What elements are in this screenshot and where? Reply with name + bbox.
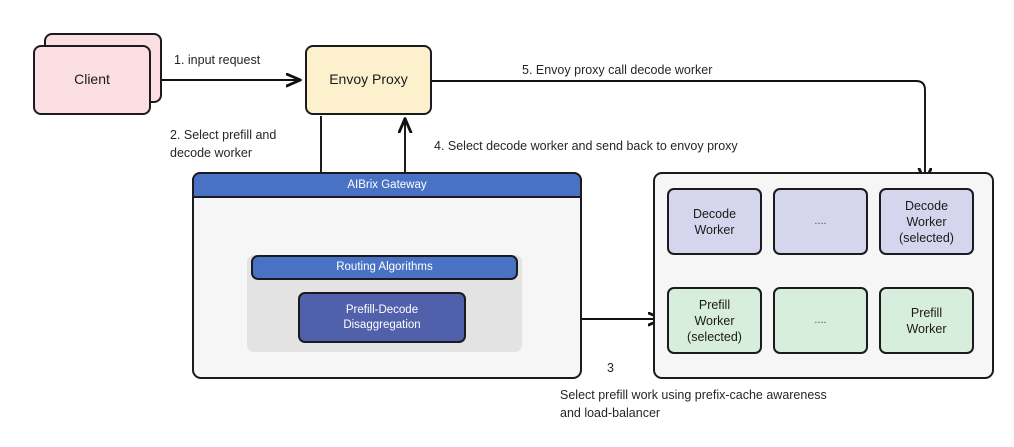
prefill-worker-ellipsis-label: ....	[814, 314, 827, 327]
envoy-proxy-label: Envoy Proxy	[329, 71, 408, 88]
prefill-worker-2[interactable]: Prefill Worker	[879, 287, 974, 354]
prefill-decode-disaggregation-node[interactable]: Prefill-Decode Disaggregation	[298, 292, 466, 343]
prefill-worker-selected-label: Prefill Worker (selected)	[687, 297, 742, 344]
decode-worker-ellipsis[interactable]: ....	[773, 188, 868, 255]
decode-worker-1[interactable]: Decode Worker	[667, 188, 762, 255]
routing-algorithms-node[interactable]: Routing Algorithms	[251, 255, 518, 280]
decode-worker-selected-label: Decode Worker (selected)	[899, 198, 954, 245]
aibrix-gateway-label: AIBrix Gateway	[347, 179, 427, 191]
step-3-caption: Select prefill work using prefix-cache a…	[560, 388, 827, 420]
client-label: Client	[74, 71, 110, 88]
step-1-label: 1. input request	[174, 53, 261, 67]
decode-worker-ellipsis-label: ....	[814, 215, 827, 228]
routing-algorithms-label: Routing Algorithms	[336, 261, 433, 274]
edge-envoy-to-decode-worker	[432, 80, 925, 182]
prefill-worker-ellipsis[interactable]: ....	[773, 287, 868, 354]
step-3-number: 3	[607, 361, 614, 375]
decode-worker-1-label: Decode Worker	[692, 206, 737, 237]
envoy-proxy-node[interactable]: Envoy Proxy	[305, 45, 432, 115]
step-4-label: 4. Select decode worker and send back to…	[434, 139, 738, 153]
step-2-label: 2. Select prefill and decode worker	[170, 128, 277, 160]
prefill-worker-selected[interactable]: Prefill Worker (selected)	[667, 287, 762, 354]
client-node[interactable]: Client	[33, 45, 151, 115]
aibrix-gateway-header[interactable]: AIBrix Gateway	[192, 172, 582, 198]
prefill-decode-disaggregation-label: Prefill-Decode Disaggregation	[343, 303, 421, 331]
decode-worker-selected[interactable]: Decode Worker (selected)	[879, 188, 974, 255]
step-5-label: 5. Envoy proxy call decode worker	[522, 63, 713, 77]
prefill-worker-2-label: Prefill Worker	[906, 305, 947, 336]
